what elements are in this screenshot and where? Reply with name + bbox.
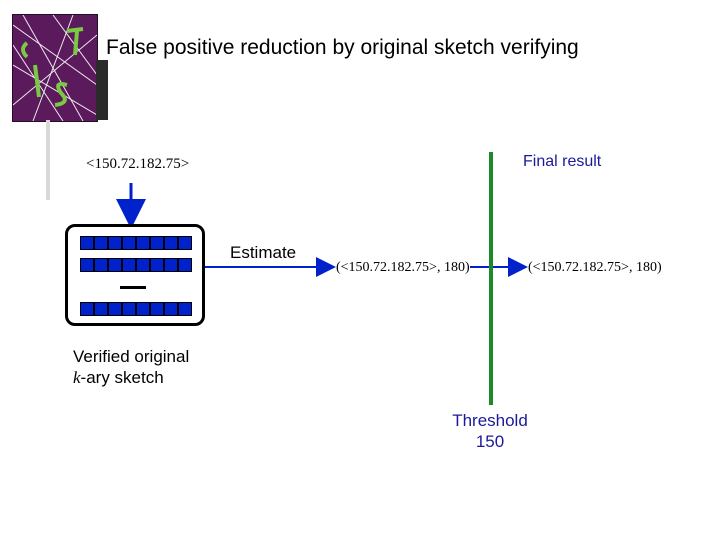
ellipsis-dash xyxy=(120,286,146,289)
sketch-cell xyxy=(122,258,136,272)
final-pair-label: (<150.72.182.75>, 180) xyxy=(528,260,662,275)
sketch-cell xyxy=(150,236,164,250)
sketch-cell xyxy=(122,236,136,250)
sketch-cell xyxy=(108,236,122,250)
slide-title: False positive reduction by original ske… xyxy=(106,36,579,59)
sketch-cell xyxy=(178,258,192,272)
sketch-row xyxy=(80,258,192,272)
sketch-cell xyxy=(150,302,164,316)
decorative-bar-shadow xyxy=(46,120,50,200)
estimate-pair-label: (<150.72.182.75>, 180) xyxy=(336,260,470,275)
estimate-label: Estimate xyxy=(230,243,297,262)
input-key-label: <150.72.182.75> xyxy=(86,156,190,172)
sketch-cell xyxy=(136,302,150,316)
logo-graphic xyxy=(13,15,97,121)
sketch-box xyxy=(65,224,205,326)
verified-line2: k-ary sketch xyxy=(73,367,189,388)
sketch-row xyxy=(80,236,192,250)
sketch-cell xyxy=(94,236,108,250)
sketch-cell xyxy=(108,302,122,316)
decorative-bar xyxy=(96,60,108,120)
threshold-text: Threshold xyxy=(452,411,528,430)
sketch-cell xyxy=(178,302,192,316)
threshold-value: 150 xyxy=(475,432,505,451)
verified-line1: Verified original xyxy=(73,347,190,366)
sketch-row xyxy=(80,302,192,316)
sketch-cell xyxy=(80,302,94,316)
sketch-cell xyxy=(164,258,178,272)
threshold-label: Threshold 150 xyxy=(440,410,540,452)
sketch-cell xyxy=(150,258,164,272)
sketch-cell xyxy=(136,258,150,272)
sketch-cell xyxy=(80,236,94,250)
sketch-cell xyxy=(164,302,178,316)
sketch-cell xyxy=(80,258,94,272)
sketch-cell xyxy=(94,302,108,316)
verified-k: k xyxy=(73,368,81,387)
final-result-label: Final result xyxy=(523,153,602,170)
verified-sketch-label: Verified original k-ary sketch xyxy=(73,346,189,388)
sketch-cell xyxy=(164,236,178,250)
sketch-cell xyxy=(178,236,192,250)
sketch-cell xyxy=(94,258,108,272)
logo xyxy=(12,14,98,122)
sketch-cell xyxy=(136,236,150,250)
verified-line2-rest: -ary sketch xyxy=(80,368,164,387)
sketch-cell xyxy=(122,302,136,316)
sketch-cell xyxy=(108,258,122,272)
